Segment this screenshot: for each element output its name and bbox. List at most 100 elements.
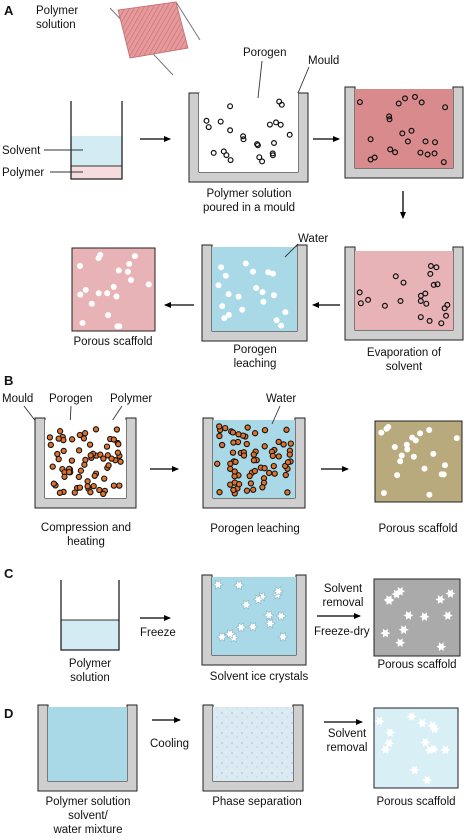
porogen-particle [417,314,424,321]
ice-crystal [275,611,287,622]
porogen-particle [82,456,89,464]
porogen-particle [392,149,399,156]
mould-solvent-water [37,704,138,792]
pore [442,462,448,469]
porogen-particle [218,441,226,449]
porogen-particle [65,468,73,476]
porogen-particle [246,472,253,480]
porogen-particle [217,118,224,125]
step-compression-line2: heating [67,536,105,548]
ice-crystal [385,728,396,737]
porogen-particle [100,490,107,498]
porogen-particle [422,290,429,297]
pore [404,446,411,453]
porogen-particle [76,484,84,491]
ice-crystal [420,738,431,747]
porogen-particle [423,300,430,307]
ice-crystal [263,610,275,621]
porogen-particle [386,113,393,120]
porogen-particle [284,459,292,466]
porogen-particle [231,468,238,475]
porogen-particle [275,453,282,460]
porogen-particle [400,279,407,286]
porogen-particle [256,154,263,161]
pore [453,435,460,442]
porogen-particle [386,116,393,123]
pore [380,490,387,496]
porogen-particle [229,449,237,456]
porogen-particle [282,471,289,479]
porogen-particle [417,292,424,299]
porogen-particle [54,450,61,458]
pore [269,270,276,277]
pore [225,311,232,318]
step-poured-line1: Polymer solution [206,188,291,200]
porogen-particle [254,142,261,149]
porogen-particle [222,424,229,432]
pore [394,472,401,479]
porogen-particle [427,263,434,270]
ice-crystal [398,625,409,635]
porogen-particle [117,458,124,465]
solvent-removal-c-line1: Solvent [324,583,363,595]
porogen-particle [240,136,247,143]
porogen-particle [422,138,429,145]
porogen-particle [105,462,112,469]
pore [430,450,437,457]
panel-c: C Polymer solution Freeze Solvent ice cr… [4,566,461,684]
porogen-particle [61,473,68,480]
pore [219,303,226,310]
porogen-particle [71,489,78,496]
pore [410,453,417,460]
freeze-dry-label: Freeze-dry [314,626,370,638]
porogen-particle [100,455,107,462]
porogen-particle [424,151,431,158]
ice-crystal [240,599,252,610]
pore [239,306,246,313]
porogen-particle [367,136,374,143]
porogen-particle [216,432,223,440]
porogen-particle [427,270,434,277]
porogen-particle [440,159,447,166]
porogen-particle [269,152,276,159]
porogen-particle [229,429,237,436]
ice-crystal [440,745,451,755]
porogen-particle [404,138,411,145]
ice-crystal [422,775,433,785]
ice-crystal [380,628,391,638]
freeze-label: Freeze [140,627,176,639]
porogen-particle [203,117,210,124]
porogen-particle [227,157,234,164]
porogen-particle [243,487,251,494]
pore [113,293,120,300]
ice-crystal [383,595,394,604]
porogen-particle [50,480,57,487]
porogen-particle [55,455,62,463]
porogen-particle [251,467,259,475]
porogen-particle [84,478,91,485]
porous-scaffold-c [373,578,461,657]
pore [417,430,424,437]
porogen-particle [432,139,439,146]
porogen-particle [261,426,269,434]
pore [282,309,289,316]
ice-crystal [216,631,228,642]
porogen-particle [365,296,372,303]
pore [77,263,83,269]
porogen-particle [399,130,406,137]
ice-crystal [395,587,406,596]
solvent-removal-d-line1: Solvent [328,728,367,740]
porogen-particle [216,489,223,496]
porogen-particle [87,452,94,459]
panel-a-letter: A [4,3,14,18]
porogen-particle [387,146,394,153]
porogen-particle [68,436,76,443]
porogen-particle [103,443,111,450]
porous-scaffold-a [71,247,156,332]
porogen-particle [76,431,84,439]
pore [242,260,249,267]
water-label-b: Water [266,393,296,405]
mould-evaporated [344,246,464,341]
porogen-label: Porogen [243,47,286,59]
